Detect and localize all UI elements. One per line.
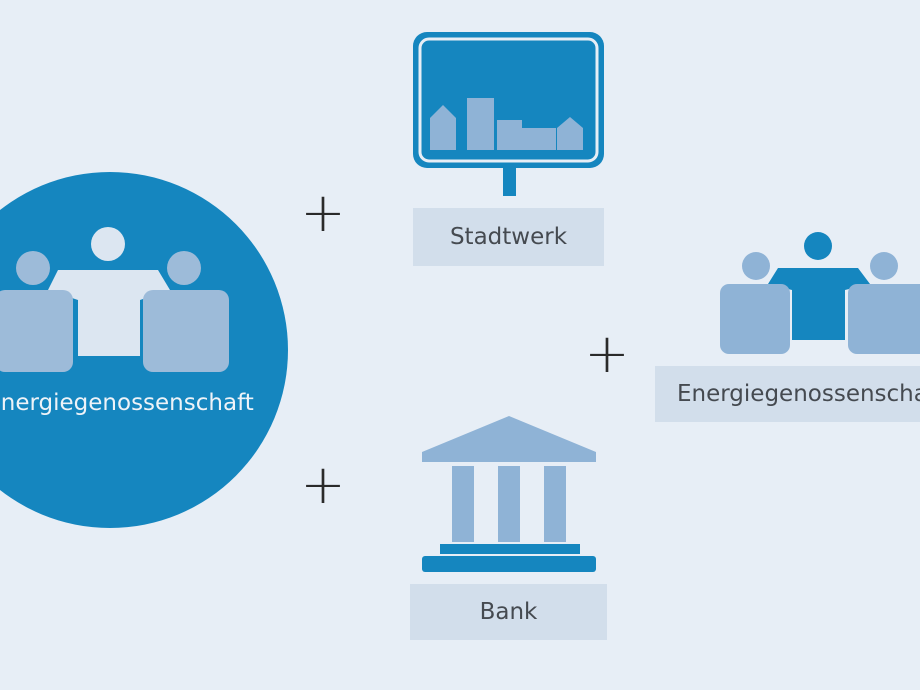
energiegenossenschaft-partner-label: Energiegenossenschaft [655, 366, 920, 422]
plus-icon: + [584, 322, 630, 385]
group-of-people-icon [720, 232, 920, 354]
plus-icon: + [300, 453, 346, 516]
plus-icon: + [300, 181, 346, 244]
center-node-label: Energiegenossenschaft [0, 390, 254, 416]
bank-building-icon [422, 416, 596, 572]
group-of-people-icon [0, 227, 229, 372]
bank-label: Bank [410, 584, 607, 640]
stadtwerk-label: Stadtwerk [413, 208, 604, 266]
town-sign-icon [413, 32, 604, 196]
